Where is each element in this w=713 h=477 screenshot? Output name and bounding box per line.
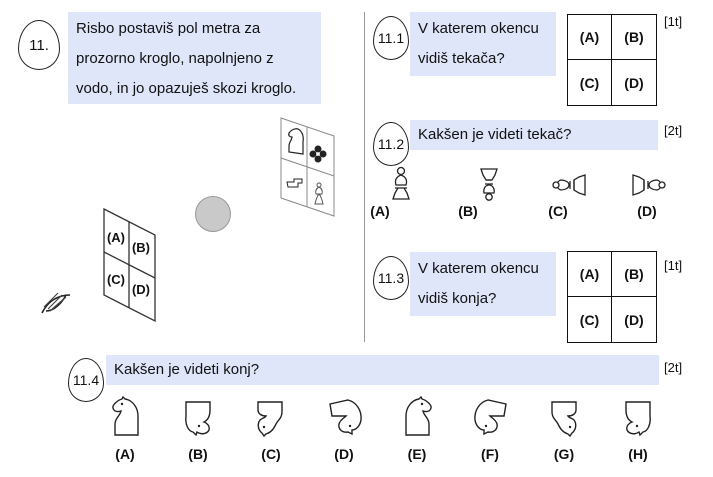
- question-11-1-line-1: V katerem okencu: [418, 20, 539, 37]
- question-11-2-text: Kakšen je videti tekač?: [418, 126, 572, 143]
- bishop-option-c-label: (C): [548, 203, 568, 219]
- points-11-4: [2t]: [664, 360, 683, 375]
- knight-option-c-icon[interactable]: [252, 396, 288, 438]
- answer-cell-a[interactable]: (A): [568, 252, 612, 297]
- bishop-option-a-icon[interactable]: [388, 166, 414, 202]
- knight-icon: [288, 128, 304, 155]
- knight-option-a-icon[interactable]: [108, 396, 144, 438]
- knight-option-b-icon[interactable]: [180, 396, 216, 438]
- knight-option-h-icon[interactable]: [620, 396, 656, 438]
- question-11-3-line-1: V katerem okencu: [418, 260, 539, 277]
- question-11-4-box: Kakšen je videti konj?: [106, 355, 659, 385]
- subquestion-number: 11.2: [377, 136, 405, 152]
- question-number-badge: 11.: [18, 20, 60, 70]
- question-11-1-box: V katerem okencu vidiš tekača?: [410, 12, 556, 76]
- points-11-1: [1t]: [664, 14, 683, 29]
- eye-icon: [41, 292, 71, 314]
- knight-option-h-label: (H): [628, 446, 648, 462]
- question-11-2-box: Kakšen je videti tekač?: [410, 120, 658, 150]
- subquestion-number: 11.1: [377, 30, 405, 46]
- window-cell-a: (A): [106, 230, 126, 245]
- subquestion-number: 11.3: [377, 270, 405, 286]
- answer-cell-d[interactable]: (D): [624, 311, 644, 328]
- intro-line-2: prozorno kroglo, napolnjeno z: [76, 50, 274, 67]
- question-11-1-line-2: vidiš tekača?: [418, 50, 505, 67]
- knight-option-b-label: (B): [188, 446, 208, 462]
- answer-cell-a[interactable]: (A): [568, 15, 612, 60]
- answer-cell-b[interactable]: (B): [612, 252, 656, 297]
- bishop-option-d-icon[interactable]: [630, 172, 666, 198]
- intro-line-3: vodo, in jo opazuješ skozi kroglo.: [76, 80, 297, 97]
- subquestion-badge-11-3: 11.3: [373, 256, 409, 300]
- answer-cell-b[interactable]: (B): [612, 15, 656, 60]
- intro-text-box: Risbo postaviš pol metra za prozorno kro…: [68, 12, 321, 104]
- chess-picture: [280, 117, 335, 217]
- answer-grid-11-1: (A) (B) (C) (D): [567, 14, 657, 106]
- question-11-3-line-2: vidiš konja?: [418, 290, 497, 307]
- window-cell-d: (D): [131, 282, 151, 297]
- subquestion-number: 11.4: [72, 372, 100, 388]
- answer-grid-11-3: (A) (B) (C) (D): [567, 251, 657, 343]
- knight-option-a-label: (A): [115, 446, 135, 462]
- knight-option-d-label: (D): [334, 446, 354, 462]
- points-11-2: [2t]: [664, 123, 683, 138]
- window-cell-b: (B): [131, 240, 151, 255]
- bishop-option-b-icon[interactable]: [476, 166, 502, 202]
- window-cell-c: (C): [106, 272, 126, 287]
- knight-option-e-icon[interactable]: [400, 396, 436, 438]
- subquestion-badge-11-2: 11.2: [373, 122, 409, 166]
- question-11-4-text: Kakšen je videti konj?: [114, 361, 260, 378]
- subquestion-badge-11-4: 11.4: [68, 358, 104, 402]
- bishop-option-b-label: (B): [458, 203, 478, 219]
- points-11-3: [1t]: [664, 258, 683, 273]
- bishop-option-c-icon[interactable]: [552, 172, 588, 198]
- answer-cell-c[interactable]: (C): [568, 297, 612, 342]
- knight-option-c-label: (C): [261, 446, 281, 462]
- question-11-3-box: V katerem okencu vidiš konja?: [410, 252, 556, 316]
- answer-cell-c[interactable]: (C): [568, 60, 612, 105]
- question-number: 11.: [29, 36, 49, 54]
- knight-option-d-icon[interactable]: [326, 396, 366, 438]
- subquestion-badge-11-1: 11.1: [373, 16, 409, 60]
- column-divider: [364, 12, 365, 342]
- pointing-hand-icon: [286, 178, 303, 188]
- water-sphere: [195, 196, 231, 232]
- knight-option-f-icon[interactable]: [470, 396, 510, 438]
- knight-option-e-label: (E): [407, 446, 427, 462]
- knight-option-f-label: (F): [481, 446, 499, 462]
- flower-icon: [309, 145, 327, 163]
- viewing-window: [103, 207, 156, 323]
- knight-option-g-icon[interactable]: [546, 396, 582, 438]
- bishop-option-a-label: (A): [370, 203, 390, 219]
- bishop-icon: [314, 182, 324, 205]
- intro-line-1: Risbo postaviš pol metra za: [76, 20, 261, 37]
- answer-cell-d[interactable]: (D): [624, 74, 644, 91]
- knight-option-g-label: (G): [553, 446, 575, 462]
- bishop-option-d-label: (D): [637, 203, 657, 219]
